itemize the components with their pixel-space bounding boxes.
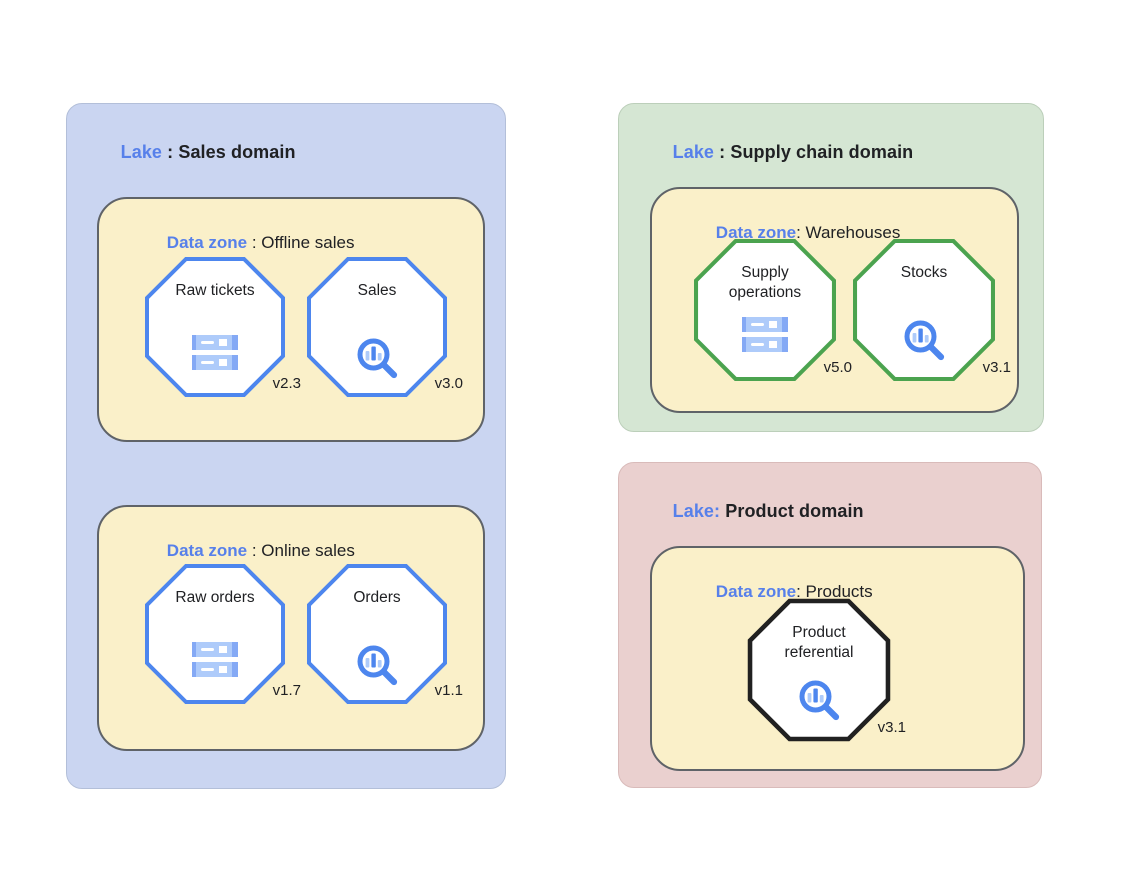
entity-label: Product referential — [784, 624, 854, 661]
zone-title: Data zone : Online sales — [129, 521, 355, 581]
storage-icon — [192, 642, 238, 677]
lake-title-rest: : Sales domain — [162, 142, 296, 162]
entity-label: Sales — [357, 282, 397, 299]
octagon-shape — [853, 239, 995, 381]
lake-title-prefix: Lake — [120, 142, 163, 162]
search-analytics-icon — [357, 338, 398, 379]
entity-body: Raw orders — [145, 564, 285, 704]
octagon-shape — [145, 564, 285, 704]
entity-supply-operations: Supply operations v5.0 — [694, 239, 852, 381]
entity-label: Stocks — [900, 264, 948, 281]
entity-raw-orders: Raw orders v1.7 — [145, 564, 301, 704]
entity-product-referential: Product referential v3.1 — [747, 598, 906, 742]
storage-icon — [192, 335, 238, 370]
entity-version: v3.0 — [434, 375, 463, 392]
zone-title: Data zone : Offline sales — [129, 213, 355, 273]
entity-version: v3.1 — [877, 719, 906, 736]
entity-label: Supply operations — [728, 264, 802, 301]
entity-sales: Sales v3.0 — [307, 257, 463, 397]
entity-body: Stocks — [853, 239, 995, 381]
entity-body: Sales — [307, 257, 447, 397]
entity-label: Orders — [353, 589, 401, 606]
zone-title-prefix: Data zone — [166, 541, 248, 560]
search-analytics-icon — [799, 680, 840, 721]
lake-title: Lake : Supply chain domain — [642, 121, 914, 184]
octagon-shape — [145, 257, 285, 397]
zone-title-rest: : Products — [796, 582, 873, 601]
entity-version: v3.1 — [982, 359, 1011, 376]
octagon-shape — [747, 598, 891, 742]
octagon-shape — [694, 239, 836, 381]
zone-online-sales: Data zone : Online sales Raw orders — [97, 505, 485, 751]
entity-stocks: Stocks v3.1 — [853, 239, 1011, 381]
lake-title: Lake: Product domain — [642, 480, 864, 543]
zone-warehouses: Data zone: Warehouses Supply operations — [650, 187, 1019, 413]
lake-title-rest: Product domain — [720, 501, 864, 521]
zone-title-prefix: Data zone — [166, 233, 248, 252]
octagon-shape — [307, 564, 447, 704]
zone-title: Data zone: Warehouses — [678, 203, 901, 263]
lake-title-rest: : Supply chain domain — [714, 142, 914, 162]
search-analytics-icon — [357, 645, 398, 686]
entity-orders: Orders v1.1 — [307, 564, 463, 704]
entity-version: v1.1 — [434, 682, 463, 699]
zone-title-rest: : Offline sales — [247, 233, 355, 252]
lake-title-prefix: Lake — [672, 142, 715, 162]
entity-version: v2.3 — [272, 375, 301, 392]
zone-title-rest: : Warehouses — [796, 223, 901, 242]
storage-icon — [742, 317, 788, 352]
entity-body: Supply operations — [694, 239, 836, 381]
entity-version: v1.7 — [272, 682, 301, 699]
entity-label: Raw orders — [175, 589, 255, 606]
lake-supply-chain-domain: Lake : Supply chain domain Data zone: Wa… — [618, 103, 1044, 432]
zone-title-prefix: Data zone — [715, 223, 797, 242]
zone-offline-sales: Data zone : Offline sales Raw tickets — [97, 197, 485, 442]
zone-products: Data zone: Products Product referential — [650, 546, 1025, 771]
lake-sales-domain: Lake : Sales domain Data zone : Offline … — [66, 103, 506, 789]
zone-title-rest: : Online sales — [247, 541, 355, 560]
entity-body: Raw tickets — [145, 257, 285, 397]
octagon-shape — [307, 257, 447, 397]
zone-title-prefix: Data zone — [715, 582, 797, 601]
entity-body: Orders — [307, 564, 447, 704]
entity-label: Raw tickets — [175, 282, 255, 299]
entity-body: Product referential — [748, 599, 890, 741]
lake-title-prefix: Lake: — [672, 501, 721, 521]
entity-raw-tickets: Raw tickets v2.3 — [145, 257, 301, 397]
zone-title: Data zone: Products — [678, 562, 873, 622]
lake-title: Lake : Sales domain — [90, 121, 296, 184]
search-analytics-icon — [904, 320, 945, 361]
entity-version: v5.0 — [823, 359, 852, 376]
lake-product-domain: Lake: Product domain Data zone: Products… — [618, 462, 1042, 788]
